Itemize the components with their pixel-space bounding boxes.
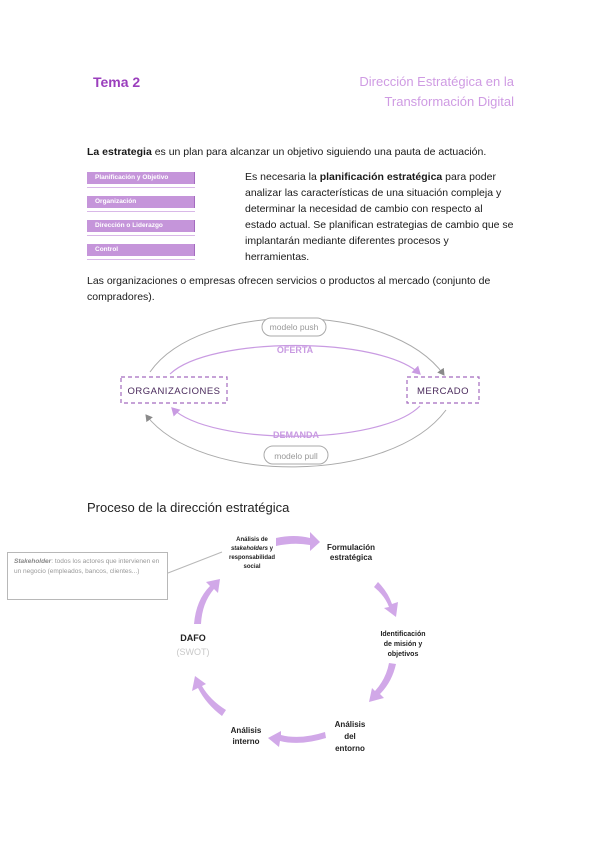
tag-planificacion: Planificación y Objetivo [87, 172, 195, 184]
arrow-lower-left [192, 676, 226, 716]
mercado-box [406, 376, 480, 404]
analisis-line1: Análisis de [236, 537, 268, 543]
analisis-stakeholders-label: Análisis de stakeholders y responsabilid… [212, 536, 292, 572]
pull-pill [263, 445, 329, 465]
arrow-top [276, 532, 320, 551]
identificacion-line3: objetivos [387, 651, 419, 658]
section-title: Proceso de la dirección estratégica [87, 500, 290, 515]
formulacion-line2: estratégica [329, 553, 373, 562]
organizaciones-label: ORGANIZACIONES [127, 386, 220, 397]
tag-organizacion: Organización [87, 196, 195, 208]
title-line-2: Transformación Digital [384, 94, 514, 109]
cycle-arrows [192, 532, 398, 747]
tag-divider [87, 187, 195, 188]
inner-demand-curve [171, 405, 421, 437]
intro-rest: es un plan para alcanzar un objetivo sig… [151, 146, 487, 158]
intro-bold: La estrategia [87, 146, 152, 158]
demanda-label: DEMANDA [273, 430, 319, 440]
arrow-upper-right [374, 582, 398, 617]
organizations-paragraph: Las organizaciones o empresas ofrecen se… [87, 275, 491, 303]
analisis-italic: stakeholders [230, 546, 268, 552]
push-pill [261, 317, 327, 337]
formulacion-line1: Formulación [326, 543, 375, 552]
stakeholder-note: Stakeholder: todos los actores que inter… [7, 552, 168, 600]
push-label: modelo push [270, 322, 319, 332]
planning-explanation: Es necesaria la planificación estratégic… [245, 169, 515, 265]
arrow-upper-left [194, 579, 220, 624]
explain-part1: Es necesaria la [245, 171, 320, 183]
tag-divider [87, 211, 195, 212]
outer-pull-curve [145, 409, 447, 468]
analisis-y: y [268, 546, 274, 552]
topic-label: Tema 2 [93, 74, 141, 90]
entorno-line3: entorno [335, 744, 365, 753]
swot-text: (SWOT) [176, 647, 210, 657]
stakeholder-text: : todos los actores que intervienen en u… [14, 558, 160, 575]
entorno-line2: del [344, 732, 356, 741]
mercado-label: MERCADO [417, 386, 469, 397]
tag-direccion: Dirección o Liderazgo [87, 220, 195, 232]
organizaciones-box [120, 376, 228, 404]
intro-paragraph: La estrategia es un plan para alcanzar u… [87, 146, 486, 158]
analisis-line3: responsabilidad [228, 555, 275, 561]
oferta-label: OFERTA [277, 345, 314, 355]
title-line-1: Dirección Estratégica en la [359, 74, 514, 89]
identificacion-line1: Identificación [380, 631, 426, 638]
identificacion-label: Identificación de misión y objetivos [372, 630, 434, 660]
tag-divider [87, 259, 195, 260]
analisis-interno-label: Análisis interno [218, 725, 274, 747]
stakeholder-term: Stakeholder [14, 558, 52, 565]
identificacion-line2: de misión y [383, 641, 423, 648]
pull-label: modelo pull [274, 451, 318, 461]
analisis-line2: stakeholders y [212, 545, 292, 554]
document-title: Dirección Estratégica en la Transformaci… [359, 72, 514, 112]
analisis-entorno-label: Análisis del entorno [322, 719, 378, 755]
formulacion-label: Formulación estratégica [316, 543, 386, 563]
interno-line2: interno [232, 737, 260, 746]
arrow-bottom [268, 731, 326, 747]
interno-line1: Análisis [230, 726, 262, 735]
analisis-line4: social [243, 564, 261, 570]
entorno-line1: Análisis [334, 720, 366, 729]
dafo-label: DAFO (SWOT) [168, 631, 218, 659]
dafo-text: DAFO [180, 633, 206, 643]
explain-part2: para poder analizar las características … [245, 171, 514, 263]
tag-divider [87, 235, 195, 236]
inner-offer-curve [169, 344, 421, 375]
stakeholder-connector [167, 551, 223, 574]
arrow-lower-right [369, 663, 396, 702]
explain-bold: planificación estratégica [319, 171, 443, 183]
tag-control: Control [87, 244, 195, 256]
